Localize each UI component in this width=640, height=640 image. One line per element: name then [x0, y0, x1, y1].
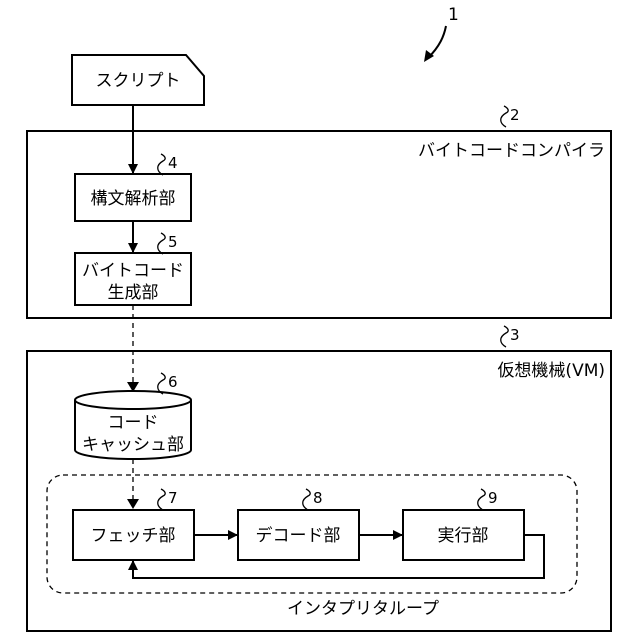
compiler-ref-number: 2 [510, 106, 520, 124]
bytecode-generator-label-line2: 生成部 [108, 283, 159, 303]
vm-ref-number: 3 [510, 326, 520, 344]
script-label: スクリプト [96, 71, 181, 91]
execute-label: 実行部 [438, 526, 489, 546]
execute-ref-number: 9 [488, 489, 498, 507]
vm-ref-curl [501, 326, 508, 347]
figure-number: 1 [448, 5, 459, 25]
decode-label: デコード部 [256, 525, 341, 546]
interpreter-loop-label: インタプリタループ [287, 599, 439, 619]
bytecode-generator-ref-number: 5 [168, 233, 178, 251]
fetch-label: フェッチ部 [91, 526, 176, 546]
parser-label: 構文解析部 [91, 189, 176, 209]
virtual-machine-label: 仮想機械(VM) [497, 361, 605, 381]
code-cache-ref-number: 6 [168, 373, 178, 391]
bytecode-compiler-label: バイトコードコンパイラ [418, 141, 605, 161]
fetch-ref-number: 7 [168, 489, 178, 507]
code-cache-label-line1: コード [108, 413, 159, 433]
code-cache-cylinder-top [75, 391, 191, 409]
figure-leader-line [428, 26, 446, 58]
decode-ref-number: 8 [313, 489, 323, 507]
bytecode-generator-label-line1: バイトコード [82, 261, 184, 281]
compiler-ref-curl [501, 106, 508, 127]
parser-ref-number: 4 [168, 154, 178, 172]
code-cache-label-line2: キャッシュ部 [82, 435, 184, 455]
